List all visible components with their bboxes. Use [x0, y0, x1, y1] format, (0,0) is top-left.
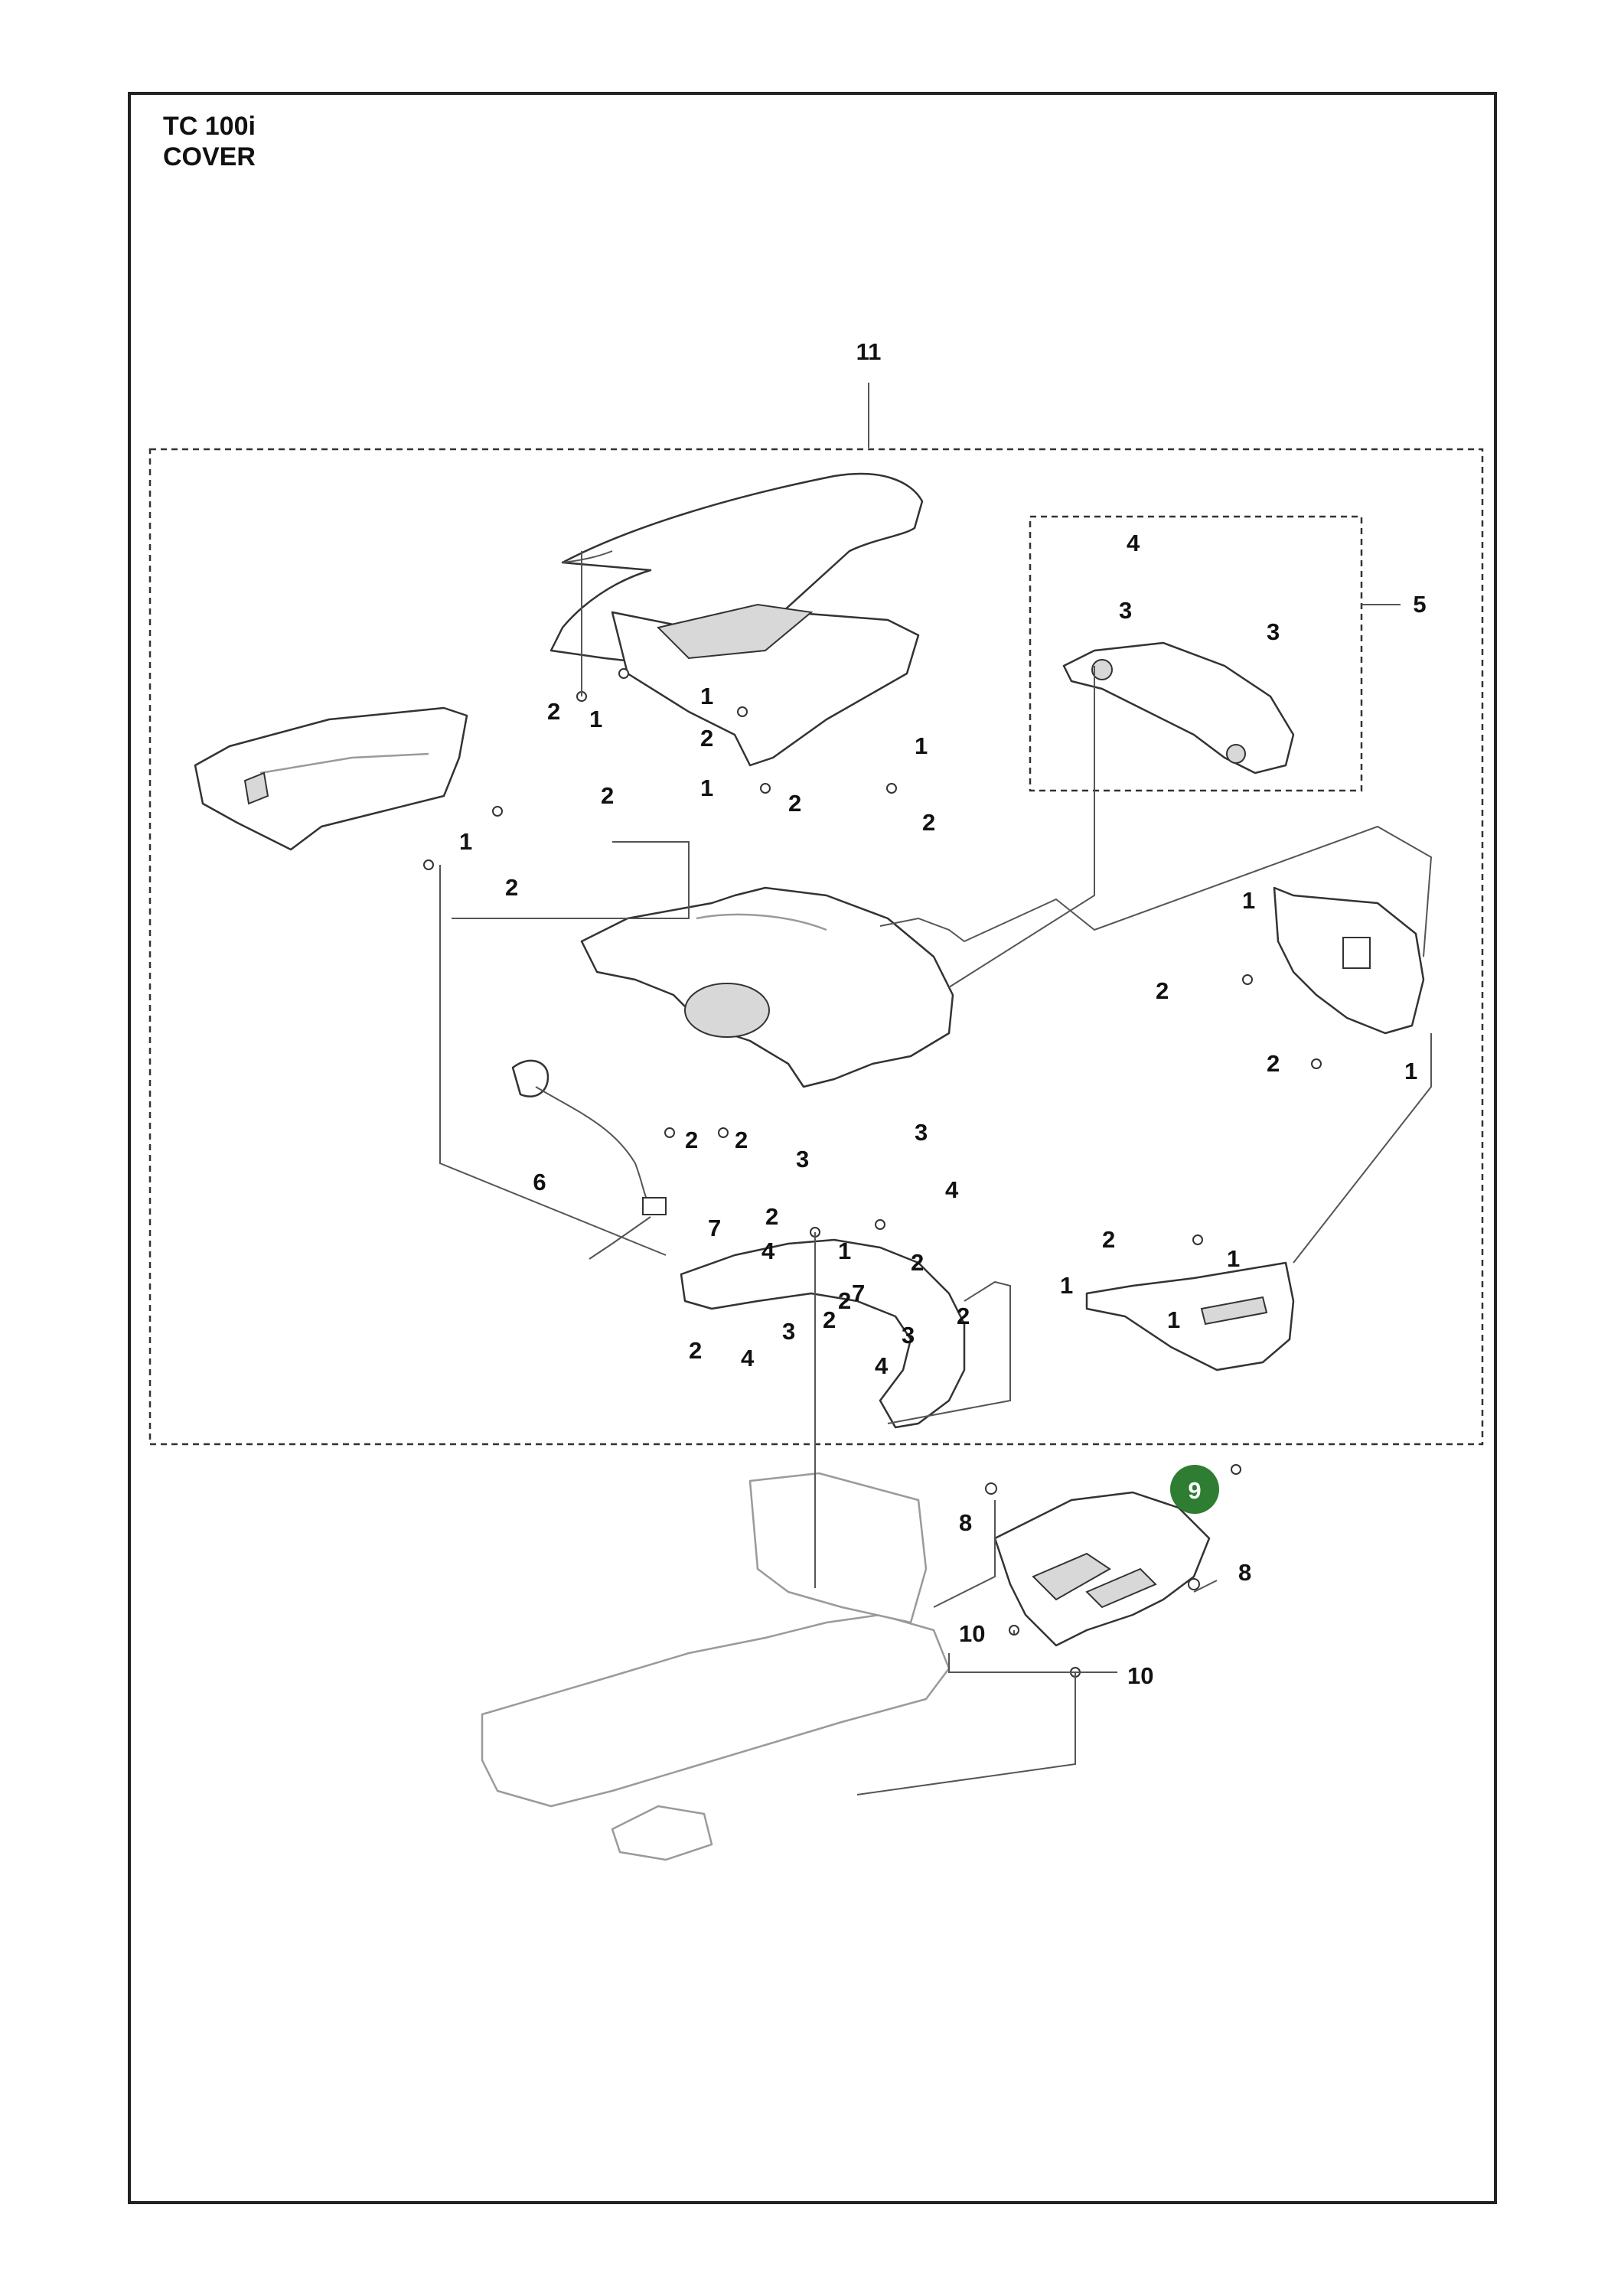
callout: 2 [1156, 977, 1169, 1004]
center-callouts: 2 2 3 3 4 4 1 2 [685, 1119, 959, 1314]
front-bumper-part [680, 1238, 966, 1429]
rear-cover-part-5 [1062, 641, 1295, 775]
fastener-markers [423, 668, 1322, 1678]
callout-11: 11 [856, 338, 882, 365]
callout: 2 [1102, 1226, 1115, 1253]
callout: 3 [902, 1322, 915, 1349]
callout-5: 5 [1413, 591, 1426, 618]
callout: 4 [875, 1352, 889, 1379]
callout: 3 [1267, 618, 1280, 645]
callout: 1 [1060, 1272, 1073, 1299]
callout: 1 [838, 1238, 851, 1264]
front-bumper-callouts: 7 2 2 2 2 7 3 2 4 3 4 [689, 1203, 970, 1379]
callout: 2 [957, 1303, 970, 1329]
callout: 1 [1167, 1306, 1180, 1333]
center-body-part [580, 886, 954, 1088]
callout: 4 [1127, 530, 1140, 556]
right-lower-panel-callouts: 2 1 1 1 [1060, 1226, 1240, 1333]
callout: 7 [852, 1280, 865, 1306]
callout: 8 [1238, 1559, 1251, 1586]
callout: 4 [741, 1345, 755, 1371]
page-frame [128, 92, 1497, 2204]
callout: 2 [505, 874, 518, 901]
callout: 2 [601, 782, 614, 809]
right-panel-callouts: 1 2 2 1 [1156, 887, 1417, 1084]
callout: 2 [823, 1306, 836, 1333]
callout: 10 [1127, 1662, 1153, 1689]
callout: 2 [765, 1203, 778, 1230]
highlighted-cover-part-9 [993, 1491, 1211, 1647]
callout: 1 [459, 828, 472, 855]
top-cover-callouts: 2 1 2 1 2 1 1 2 2 [547, 683, 935, 836]
callout: 1 [1242, 887, 1255, 914]
right-box-callouts: 4 3 3 [1119, 530, 1280, 645]
callout: 1 [700, 775, 713, 801]
callout: 4 [761, 1238, 775, 1264]
right-side-panel-part [1273, 886, 1425, 1035]
callout: 2 [788, 790, 801, 817]
wire-harness-part-6 [511, 1059, 667, 1260]
callout: 3 [1119, 597, 1132, 624]
highlight-badge-9: 9 [1170, 1465, 1219, 1514]
model-name: TC 100i [163, 112, 256, 141]
callout: 7 [708, 1215, 721, 1241]
callout: 3 [796, 1146, 809, 1172]
chassis-frame [481, 1472, 951, 1861]
leader-lines [439, 551, 1433, 1795]
callout: 2 [689, 1337, 702, 1364]
callout: 2 [1267, 1050, 1280, 1077]
callout: 10 [959, 1620, 985, 1647]
right-lower-panel-part [1085, 1261, 1295, 1371]
left-side-panel-part [194, 706, 468, 851]
callout: 8 [959, 1509, 972, 1536]
top-cover-part [549, 472, 924, 767]
callout: 1 [1227, 1245, 1240, 1272]
left-panel-callouts: 1 2 [459, 828, 518, 901]
callout: 1 [700, 683, 713, 709]
diagram-title: TC 100i COVER [163, 111, 256, 172]
callout: 4 [945, 1176, 959, 1203]
callout: 2 [685, 1127, 698, 1153]
callout: 1 [915, 732, 928, 759]
section-name: COVER [163, 142, 256, 171]
callout: 2 [838, 1287, 851, 1314]
callout: 2 [922, 809, 935, 836]
callout: 1 [589, 706, 602, 732]
callout: 1 [1404, 1058, 1417, 1084]
callout: 3 [915, 1119, 928, 1146]
callout-9: 9 [1188, 1477, 1201, 1504]
callout: 2 [547, 698, 560, 725]
assembly-5-boundary [1029, 515, 1363, 792]
lower-callouts: 8 8 10 10 [959, 1509, 1251, 1689]
callout: 2 [735, 1127, 748, 1153]
assembly-11-boundary [148, 448, 1484, 1446]
callout: 3 [782, 1318, 795, 1345]
callout-6: 6 [533, 1169, 546, 1195]
callout: 2 [911, 1249, 924, 1276]
callout: 2 [700, 725, 713, 752]
